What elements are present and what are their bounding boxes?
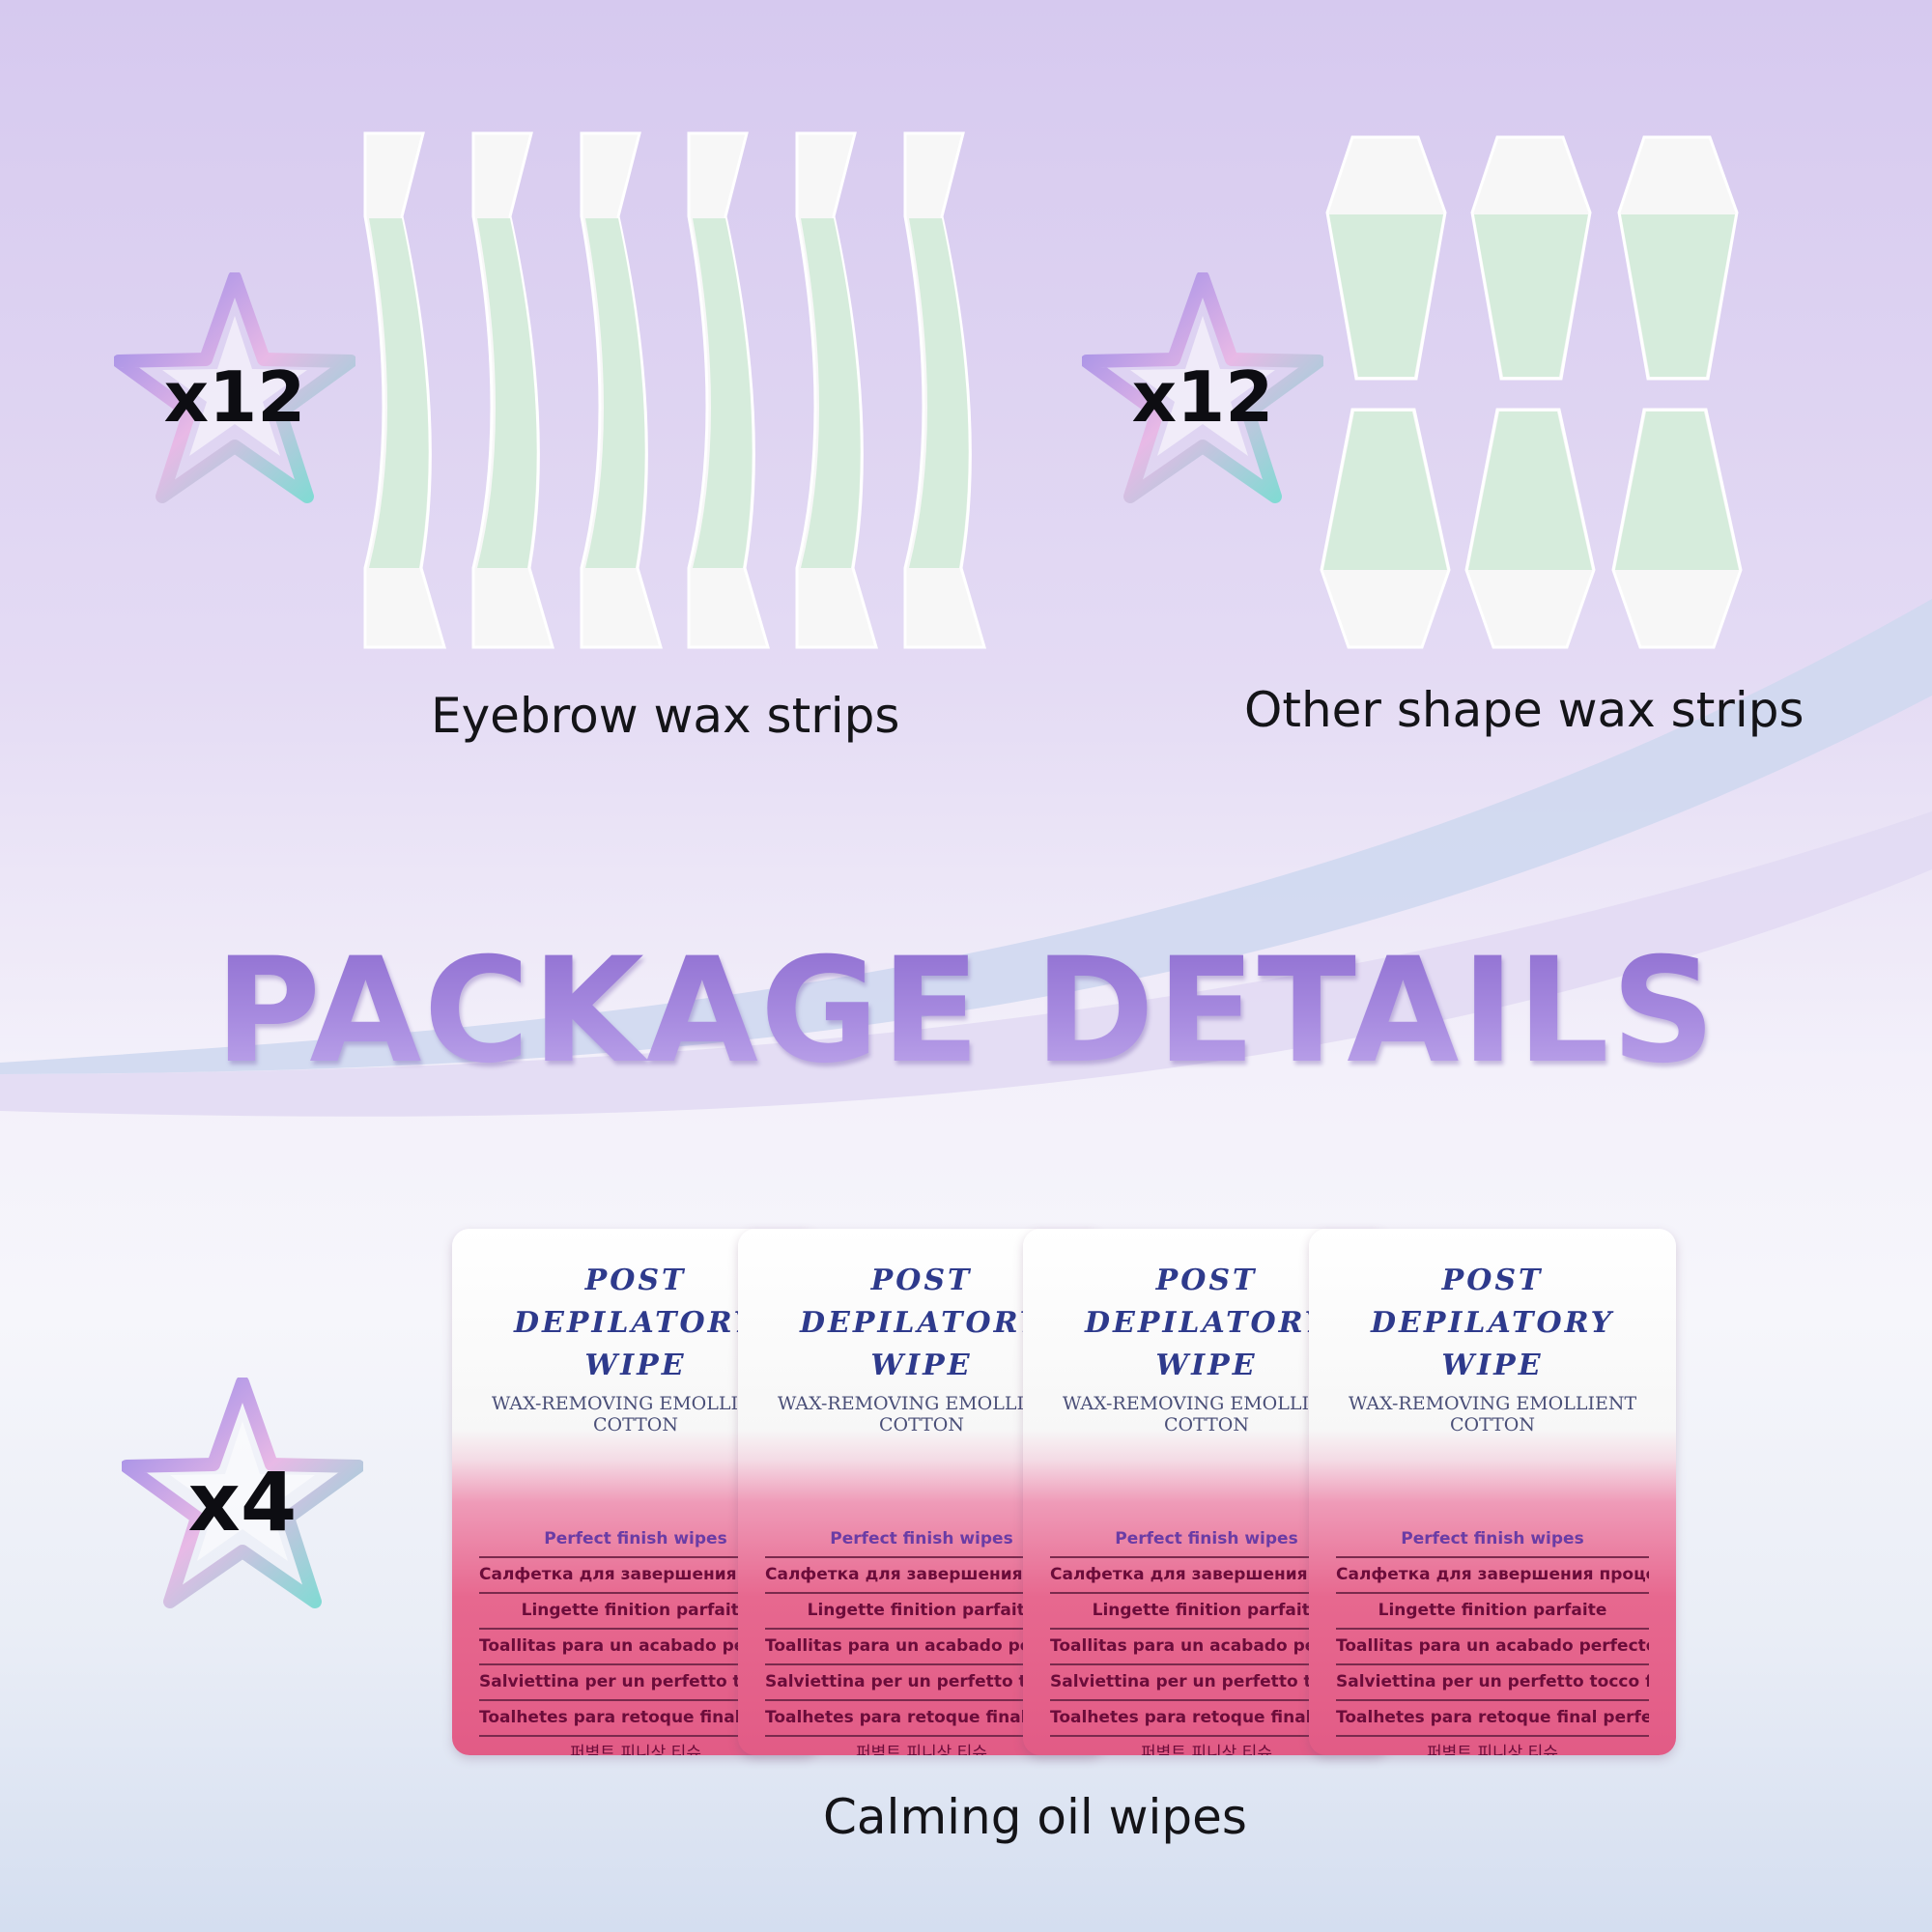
shaped-wax-strip — [1325, 135, 1447, 381]
item-label: Other shape wax strips — [1244, 682, 1804, 738]
packet-text-line: Salviettina per un perfetto tocco finale — [479, 1665, 792, 1701]
packet-text-line: Perfect finish wipes — [765, 1522, 1078, 1558]
eyebrow-wax-strip — [795, 131, 879, 649]
packet-text-line: Toalhetes para retoque final perfeito — [1336, 1701, 1649, 1737]
packet-text-line: Perfect finish wipes — [1050, 1522, 1363, 1558]
star-icon — [1082, 272, 1323, 503]
packet-heading: POST DEPILATORY WIPE — [752, 1260, 1092, 1387]
star-icon — [122, 1378, 363, 1608]
packet-text-line: Salviettina per un perfetto tocco finale — [765, 1665, 1078, 1701]
packet-heading-line: POST — [870, 1264, 973, 1297]
packet-text-line: Салфетка для завершения процедуры — [1050, 1558, 1363, 1594]
packet-text-line: Toallitas para un acabado perfecto — [765, 1630, 1078, 1665]
quantity-label: x4 — [187, 1455, 298, 1549]
quantity-label: x12 — [1131, 356, 1274, 438]
packet-korean-line: 퍼벽트 피니상 티슈 — [570, 1744, 701, 1755]
shaped-wax-strip — [1611, 408, 1743, 649]
page-title: PACKAGE DETAILS — [0, 927, 1932, 1095]
item-label: Eyebrow wax strips — [431, 688, 900, 744]
packet-heading-line: POST — [1155, 1264, 1258, 1297]
packet-text-line: Lingette finition parfaite — [1336, 1594, 1649, 1630]
shaped-wax-strip — [1470, 135, 1592, 381]
packet-subheading-line: COTTON — [1449, 1414, 1535, 1435]
eyebrow-wax-strip — [687, 131, 771, 649]
packet-korean-line: 퍼벽트 피니상 티슈 — [856, 1744, 987, 1755]
packet-heading-line: POST — [1441, 1264, 1544, 1297]
packet-text-line: Toalhetes para retoque final perfeito — [765, 1701, 1078, 1737]
packet-subheading-line: COTTON — [878, 1414, 964, 1435]
packet-text-line: Salviettina per un perfetto tocco finale — [1336, 1665, 1649, 1701]
packet-subheading-line: WAX-REMOVING EMOLLIENT — [1062, 1393, 1351, 1414]
packet-text-line: Lingette finition parfaite — [479, 1594, 792, 1630]
packet-text-line: Salviettina per un perfetto tocco finale — [1050, 1665, 1363, 1701]
packet-heading-line: WIPE — [1155, 1349, 1258, 1382]
packet-text-line: Салфетка для завершения процедуры — [1336, 1558, 1649, 1594]
packet-text-line: Toallitas para un acabado perfecto — [1336, 1630, 1649, 1665]
packet-korean-line: 퍼벽트 피니상 티슈 — [1141, 1744, 1272, 1755]
packet-subheading-line: COTTON — [1163, 1414, 1249, 1435]
star-icon — [114, 272, 355, 503]
eyebrow-wax-strip — [471, 131, 555, 649]
packet-text-line: Салфетка для завершения процедуры — [765, 1558, 1078, 1594]
packet-heading-line: WIPE — [584, 1349, 687, 1382]
packet-text-line: Toallitas para un acabado perfecto — [1050, 1630, 1363, 1665]
item-label: Calming oil wipes — [823, 1789, 1247, 1845]
shaped-wax-strip — [1617, 135, 1739, 381]
packet-heading-line: WIPE — [1441, 1349, 1544, 1382]
packet-heading: POST DEPILATORY WIPE — [466, 1260, 806, 1387]
eyebrow-wax-strip — [363, 131, 447, 649]
packet-text-line: Perfect finish wipes — [479, 1522, 792, 1558]
packet-heading: POST DEPILATORY WIPE — [1322, 1260, 1662, 1387]
packet-heading: POST DEPILATORY WIPE — [1037, 1260, 1377, 1387]
quantity-star-badge: x12 — [1082, 272, 1323, 504]
packet-heading-line: DEPILATORY — [799, 1306, 1044, 1340]
packet-heading-line: DEPILATORY — [1370, 1306, 1615, 1340]
packet-heading-line: POST — [584, 1264, 687, 1297]
packet-text-line: Toalhetes para retoque final perfeito — [1050, 1701, 1363, 1737]
packet-text-line: Салфетка для завершения процедуры — [479, 1558, 792, 1594]
packet-subheading-line: COTTON — [592, 1414, 678, 1435]
packet-heading-line: DEPILATORY — [1084, 1306, 1329, 1340]
quantity-label: x12 — [163, 356, 306, 438]
packet-heading-line: DEPILATORY — [513, 1306, 758, 1340]
packet-heading-line: WIPE — [870, 1349, 973, 1382]
packet-text-line: Toallitas para un acabado perfecto — [479, 1630, 792, 1665]
quantity-star-badge: x4 — [122, 1378, 363, 1609]
wipe-packet: POST DEPILATORY WIPE WAX-REMOVING EMOLLIENT… — [1309, 1229, 1676, 1755]
quantity-star-badge: x12 — [114, 272, 355, 504]
eyebrow-wax-strip — [903, 131, 987, 649]
packet-text-line: Lingette finition parfaite — [765, 1594, 1078, 1630]
packet-text-line: Lingette finition parfaite — [1050, 1594, 1363, 1630]
eyebrow-wax-strip — [580, 131, 664, 649]
shaped-wax-strip — [1320, 408, 1451, 649]
packet-subheading-line: WAX-REMOVING EMOLLIENT — [777, 1393, 1066, 1414]
packet-subheading-line: WAX-REMOVING EMOLLIENT — [1348, 1393, 1637, 1414]
packet-text-line: Perfect finish wipes — [1336, 1522, 1649, 1558]
packet-text-line: Toalhetes para retoque final perfeito — [479, 1701, 792, 1737]
packet-subheading-line: WAX-REMOVING EMOLLIENT — [491, 1393, 781, 1414]
shaped-wax-strip — [1464, 408, 1596, 649]
packet-korean-line: 퍼벽트 피니상 티슈 — [1427, 1744, 1558, 1755]
